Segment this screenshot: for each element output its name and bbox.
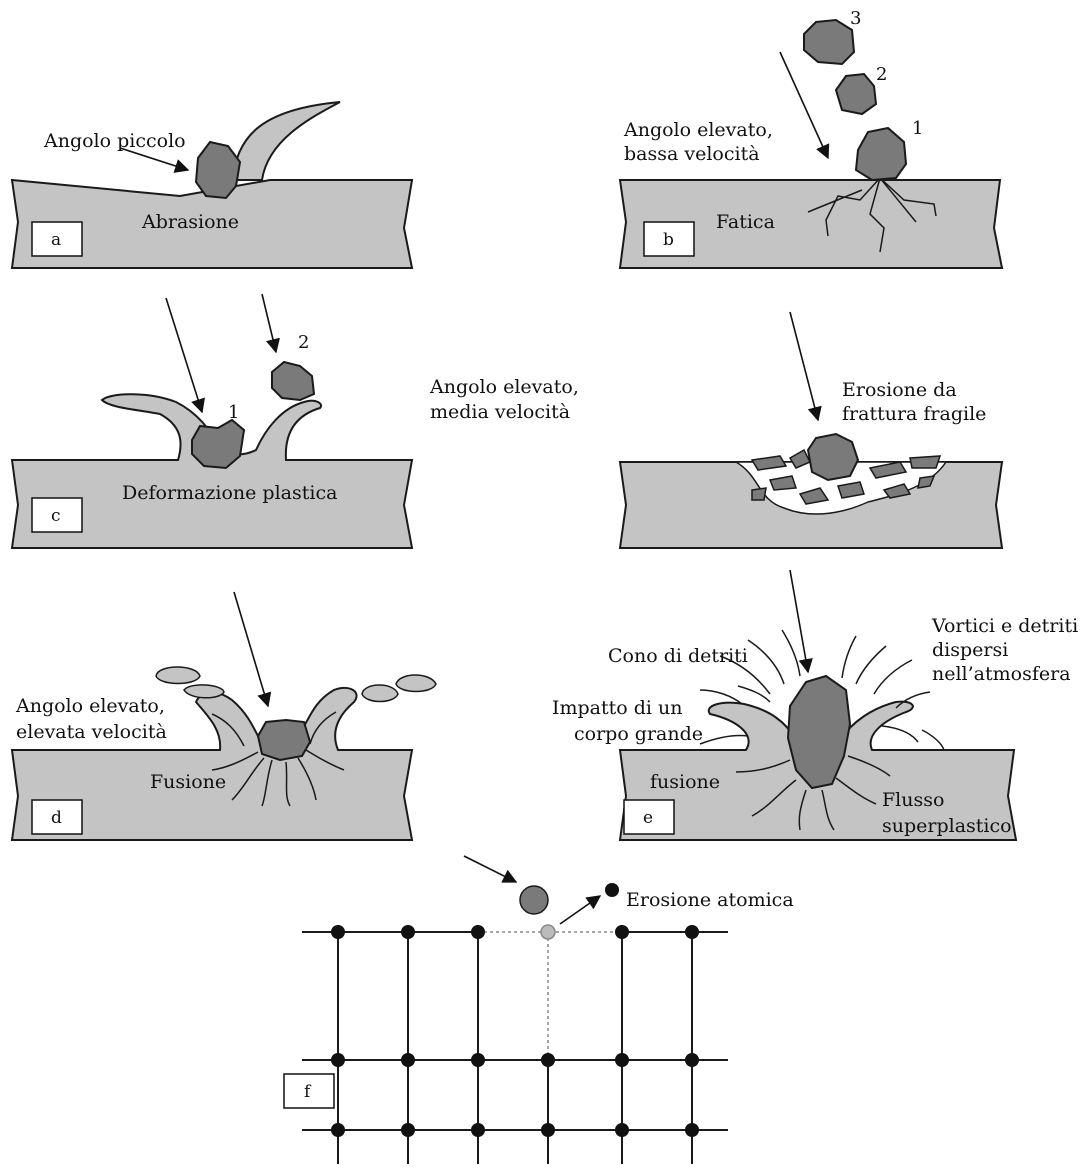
panel-c-arrow-1	[166, 298, 202, 412]
panel-b-particle-2	[836, 74, 876, 114]
panel-brittle: Erosione da frattura fragile	[620, 312, 1002, 548]
panel-e-cone-label: Cono di detriti	[608, 645, 748, 667]
panel-brittle-particle	[808, 434, 858, 480]
panel-brittle-line2: frattura fragile	[842, 403, 986, 425]
panel-f: Erosione atomica f	[284, 856, 794, 1164]
panel-d-impact-arrow	[234, 592, 268, 706]
panel-b-impact-arrow	[780, 52, 828, 158]
panel-b-particle-1	[856, 128, 906, 180]
panel-a-angle-label: Angolo piccolo	[43, 130, 186, 152]
panel-d-angle-line1: Angolo elevato,	[15, 695, 165, 717]
panel-f-incident-arrow	[464, 856, 516, 882]
panel-a-chip	[232, 102, 340, 180]
panel-f-vacancy-bonds	[478, 932, 622, 1060]
panel-c-angle-line2: media velocità	[430, 401, 570, 423]
panel-f-vacancy-site	[541, 925, 555, 939]
panel-e-flow-line2: superplastico	[882, 815, 1012, 837]
panel-d: Angolo elevato, elevata velocità Fusione…	[12, 592, 436, 840]
panel-brittle-arrow	[790, 312, 818, 420]
panel-e-flow-line1: Flusso	[882, 789, 944, 811]
panel-f-ejection-arrow	[560, 896, 600, 924]
panel-f-ejected-atom	[605, 883, 619, 897]
panel-f-mechanism: Erosione atomica	[626, 889, 794, 911]
panel-e-impact-line1: Impatto di un	[552, 697, 683, 719]
panel-f-incident-ion	[520, 886, 548, 914]
panel-f-lattice-atoms	[331, 925, 699, 1137]
panel-brittle-line1: Erosione da	[842, 379, 957, 401]
panel-b-particle-3	[804, 20, 854, 64]
panel-d-mechanism: Fusione	[150, 771, 226, 793]
panel-b-angle-line1: Angolo elevato,	[623, 119, 773, 141]
panel-d-droplets	[156, 667, 436, 702]
panel-b-number-1: 1	[912, 118, 923, 139]
panel-e-vortex-line3: nell’atmosfera	[932, 663, 1071, 685]
panel-e-impact-arrow	[790, 570, 808, 672]
panel-c: 1 2 Angolo elevato, media velocità Defor…	[12, 294, 579, 548]
panel-e-box-label: e	[643, 808, 653, 828]
panel-d-particle	[258, 720, 310, 760]
panel-e-vortex-line1: Vortici e detriti	[931, 615, 1078, 637]
panel-b-number-2: 2	[876, 64, 887, 85]
panel-e-impact-line2: corpo grande	[574, 723, 703, 745]
panel-c-particle-2	[272, 362, 314, 400]
panel-f-lattice-lines	[302, 932, 728, 1164]
panel-d-angle-line2: elevata velocità	[16, 721, 167, 743]
panel-e: Cono di detriti Vortici e detriti disper…	[552, 570, 1078, 840]
panel-c-angle-line1: Angolo elevato,	[429, 376, 579, 398]
panel-e-fusion-label: fusione	[650, 771, 720, 793]
panel-b-angle-line2: bassa velocità	[624, 143, 760, 165]
panel-b: 1 2 3 Angolo elevato, bassa velocità Fat…	[620, 8, 1002, 268]
panel-a-particle	[196, 142, 240, 198]
panel-d-box-label: d	[51, 808, 62, 828]
panel-c-box-label: c	[51, 506, 61, 526]
panel-e-vortex-line2: dispersi	[932, 639, 1008, 661]
panel-b-number-3: 3	[850, 8, 861, 29]
panel-a: Angolo piccolo Abrasione a	[12, 102, 412, 268]
panel-c-number-2: 2	[298, 332, 309, 353]
panel-c-arrow-2	[262, 294, 276, 352]
panel-c-mechanism: Deformazione plastica	[122, 482, 337, 504]
panel-a-box-label: a	[51, 230, 61, 250]
panel-a-mechanism: Abrasione	[141, 211, 239, 233]
panel-c-number-1: 1	[228, 402, 239, 423]
panel-b-mechanism: Fatica	[716, 211, 775, 233]
panel-b-box-label: b	[663, 230, 674, 250]
